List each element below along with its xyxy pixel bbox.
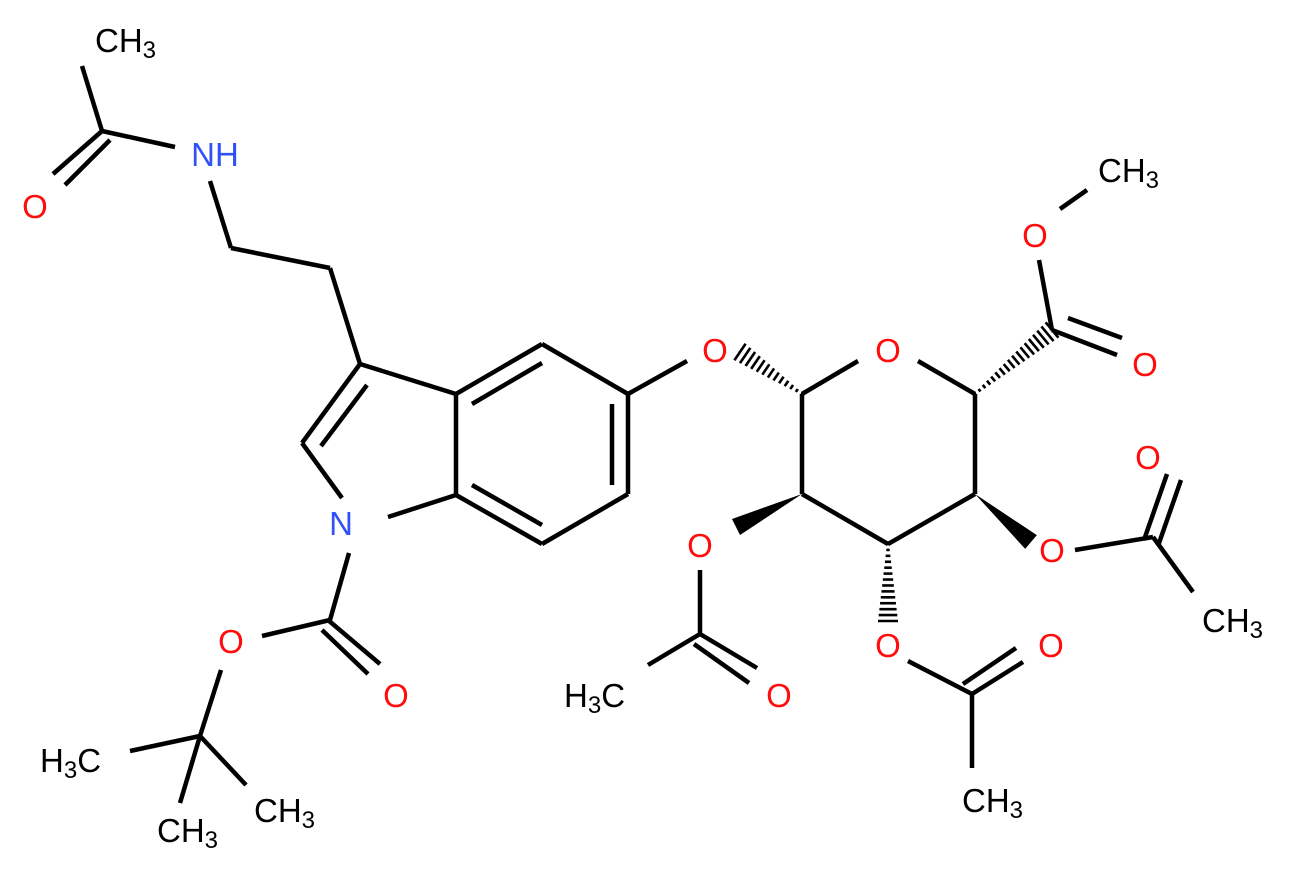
- atom-label-a_ch3_1: CH3: [95, 22, 156, 64]
- atom-label-a_o_ac3: O: [875, 627, 901, 664]
- atom-label-a_ch3_meo: CH3: [1098, 152, 1159, 194]
- bond-line: [470, 361, 544, 406]
- atom-label-a_ch3_tbu_r: CH3: [254, 792, 315, 834]
- atom-label-a_o_meo: O: [1022, 217, 1048, 254]
- bond-line: [79, 65, 105, 132]
- bond-line: [320, 628, 370, 676]
- atom-label-a_nh: NH: [191, 136, 239, 173]
- bond-line: [540, 342, 630, 396]
- bond-line: [1067, 315, 1123, 341]
- atom-label-a_h3c_tbu: H3C: [40, 742, 101, 784]
- bond-line: [63, 138, 112, 187]
- bond-line: [198, 734, 248, 787]
- bond-line: [540, 492, 630, 546]
- bond-layer: [51, 65, 1195, 804]
- bond-line: [51, 129, 104, 176]
- bond-line: [387, 492, 457, 520]
- hashed-bond: [733, 342, 804, 396]
- bond-line: [197, 669, 224, 737]
- bond-line: [470, 483, 544, 527]
- atom-label-a_ch3_ac4: CH3: [1202, 602, 1263, 644]
- bond-line: [1051, 327, 1118, 358]
- bond-line: [326, 618, 382, 666]
- bond-line: [1141, 473, 1170, 541]
- bond-line: [916, 359, 977, 396]
- atom-label-a_o_co: O: [1132, 346, 1158, 383]
- atom-label-a_o_ac2: O: [687, 527, 713, 564]
- bond-line: [1036, 259, 1055, 331]
- bond-line: [319, 383, 369, 448]
- bond-line: [698, 632, 759, 670]
- bond-line: [261, 617, 331, 639]
- hashed-bond: [973, 321, 1060, 396]
- atom-label-a_n_indole: N: [329, 505, 353, 542]
- atom-label-a_o_ether: O: [702, 332, 728, 369]
- atom-label-a_o_boc_co: O: [383, 677, 409, 714]
- bond-line: [359, 361, 457, 397]
- bond-line: [207, 180, 234, 249]
- bond-line: [692, 642, 751, 685]
- bond-line: [800, 492, 890, 546]
- bond-line: [327, 552, 352, 621]
- atom-label-a_o_boc: O: [218, 623, 244, 660]
- atom-label-a_o_1: O: [22, 188, 48, 225]
- bond-line: [961, 646, 1018, 686]
- wedge-bond: [731, 494, 802, 536]
- wedge-bond: [975, 494, 1037, 549]
- bond-line: [300, 441, 344, 500]
- bond-line: [906, 659, 974, 696]
- bond-line: [300, 362, 362, 445]
- bond-line: [970, 660, 1025, 696]
- atom-label-a_h3c_ac2: H3C: [564, 677, 625, 719]
- bond-line: [177, 735, 203, 804]
- atom-label-a_o_ac4: O: [1039, 532, 1065, 569]
- bond-line: [1155, 479, 1184, 547]
- bond-line: [454, 342, 544, 396]
- bond-line: [327, 267, 363, 365]
- bond-line: [454, 493, 544, 546]
- bond-line: [800, 359, 860, 396]
- bond-line: [129, 733, 201, 754]
- atom-label-a_o_ac2o: O: [766, 677, 792, 714]
- bond-line: [101, 128, 176, 150]
- bond-line: [1074, 534, 1154, 553]
- bond-line: [886, 492, 977, 546]
- atom-label-a_o_ac4o: O: [1135, 439, 1161, 476]
- bond-line: [230, 245, 331, 271]
- atom-label-a_ch3_tbu_b: CH3: [157, 812, 218, 854]
- bond-line: [626, 359, 689, 396]
- bond-line: [1058, 188, 1089, 211]
- atom-label-a_o_ring: O: [875, 332, 901, 369]
- atom-label-a_ch3_ac3: CH3: [962, 782, 1023, 824]
- hashed-bond: [878, 542, 898, 623]
- bond-line: [646, 632, 702, 667]
- atom-label-a_o_ac3o: O: [1038, 627, 1064, 664]
